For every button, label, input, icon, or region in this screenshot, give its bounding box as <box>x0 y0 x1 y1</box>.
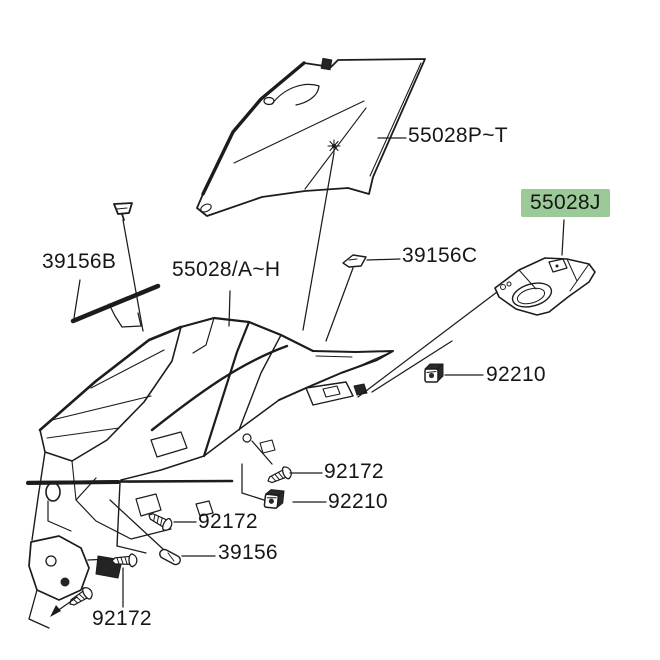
pad-39156-icon <box>158 548 182 566</box>
meter-cover-part <box>495 258 595 315</box>
screw-icon-upper <box>264 464 294 488</box>
arrowhead <box>50 605 61 617</box>
part-label-39156[interactable]: 39156 <box>218 541 278 564</box>
pad-39156c-icon <box>343 255 366 267</box>
upper-cowling-part <box>197 58 425 216</box>
part-label-55028j-highlighted[interactable]: 55028J <box>521 189 610 217</box>
part-label-92172-upper[interactable]: 92172 <box>324 460 384 483</box>
part-label-55028pt[interactable]: 55028P~T <box>408 124 508 147</box>
part-label-55028ah[interactable]: 55028/A~H <box>172 258 281 281</box>
part-label-92172-mid[interactable]: 92172 <box>198 510 258 533</box>
part-label-39156c[interactable]: 39156C <box>402 244 478 267</box>
leader-lines <box>50 138 564 617</box>
part-label-39156b[interactable]: 39156B <box>42 250 117 273</box>
grommet-star-marker <box>328 140 340 152</box>
part-label-92210-upper[interactable]: 92210 <box>486 363 546 386</box>
rivet-pin-icon <box>114 203 132 220</box>
trim-strip-39156b <box>73 286 158 321</box>
clip-nut-icon-lower <box>263 488 285 510</box>
part-label-92172-bottom[interactable]: 92172 <box>92 607 152 630</box>
clip-nut-icon-upper <box>424 363 444 383</box>
part-label-92210-lower[interactable]: 92210 <box>328 490 388 513</box>
